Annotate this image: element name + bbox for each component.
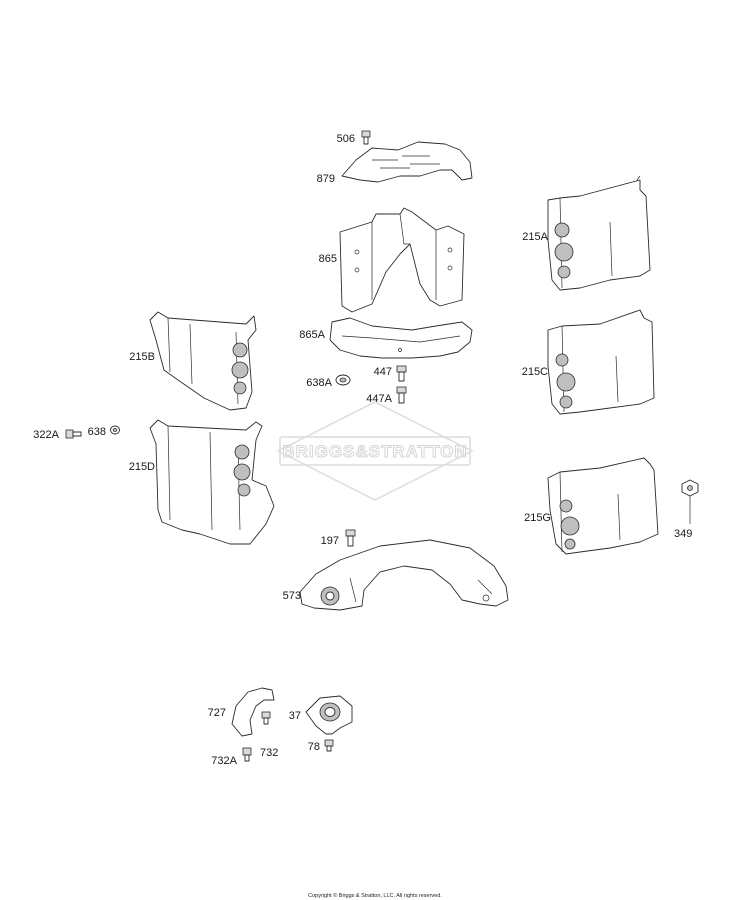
callout-labels: 506 879 865 865A 638A 447 447A 215A 215B… [33,133,692,767]
callout-215b[interactable]: 215B [129,351,155,363]
part-197-screw[interactable] [345,529,356,547]
part-215c-shield[interactable] [547,309,655,415]
part-349-nut[interactable] [681,479,699,497]
part-732a-screw[interactable] [242,747,252,762]
part-322a-bolt[interactable] [65,429,82,439]
callout-638a[interactable]: 638A [306,377,332,389]
callout-215c[interactable]: 215C [522,366,548,378]
part-506-screw[interactable] [361,130,371,145]
callout-573[interactable]: 573 [283,590,301,602]
part-879-plate[interactable] [341,141,473,183]
part-78-screw[interactable] [324,739,334,752]
part-638-washer[interactable] [110,425,120,435]
callout-197[interactable]: 197 [321,535,339,547]
callout-215g[interactable]: 215G [524,512,551,524]
callout-506[interactable]: 506 [337,133,355,145]
callout-447a[interactable]: 447A [366,393,392,405]
callout-322a[interactable]: 322A [33,429,59,441]
callout-732a[interactable]: 732A [211,755,237,767]
part-727-clamp[interactable] [231,687,275,737]
callout-638[interactable]: 638 [88,426,106,438]
part-865-bracket[interactable] [339,207,465,313]
callout-447[interactable]: 447 [374,366,392,378]
callout-865[interactable]: 865 [319,253,337,265]
callout-879[interactable]: 879 [317,173,335,185]
callout-215a[interactable]: 215A [522,231,548,243]
callout-732[interactable]: 732 [260,747,278,759]
callout-215d[interactable]: 215D [129,461,155,473]
callout-78[interactable]: 78 [308,741,320,753]
callout-37[interactable]: 37 [289,710,301,722]
part-638a-washer[interactable] [335,374,351,386]
part-447-bolt[interactable] [396,365,407,382]
part-732-screw[interactable] [261,711,271,725]
part-447a-bolt[interactable] [396,386,407,404]
part-215d-shield[interactable] [149,419,275,545]
watermark-text: BRIGGS&STRATTON [282,442,467,461]
briggs-stratton-watermark-logo: BRIGGS&STRATTON [276,401,474,501]
part-215a-shield[interactable] [547,179,651,291]
callout-727[interactable]: 727 [208,707,226,719]
callout-349[interactable]: 349 [674,528,692,540]
part-573-baffle[interactable] [299,539,509,611]
part-215b-shield[interactable] [149,311,257,411]
leader-lines [636,175,691,524]
part-37-bracket[interactable] [305,695,353,735]
callout-865a[interactable]: 865A [299,329,325,341]
copyright-notice: Copyright © Briggs & Stratton, LLC. All … [308,892,442,899]
part-865a-bracket[interactable] [329,317,473,359]
part-215g-shield[interactable] [547,457,659,555]
